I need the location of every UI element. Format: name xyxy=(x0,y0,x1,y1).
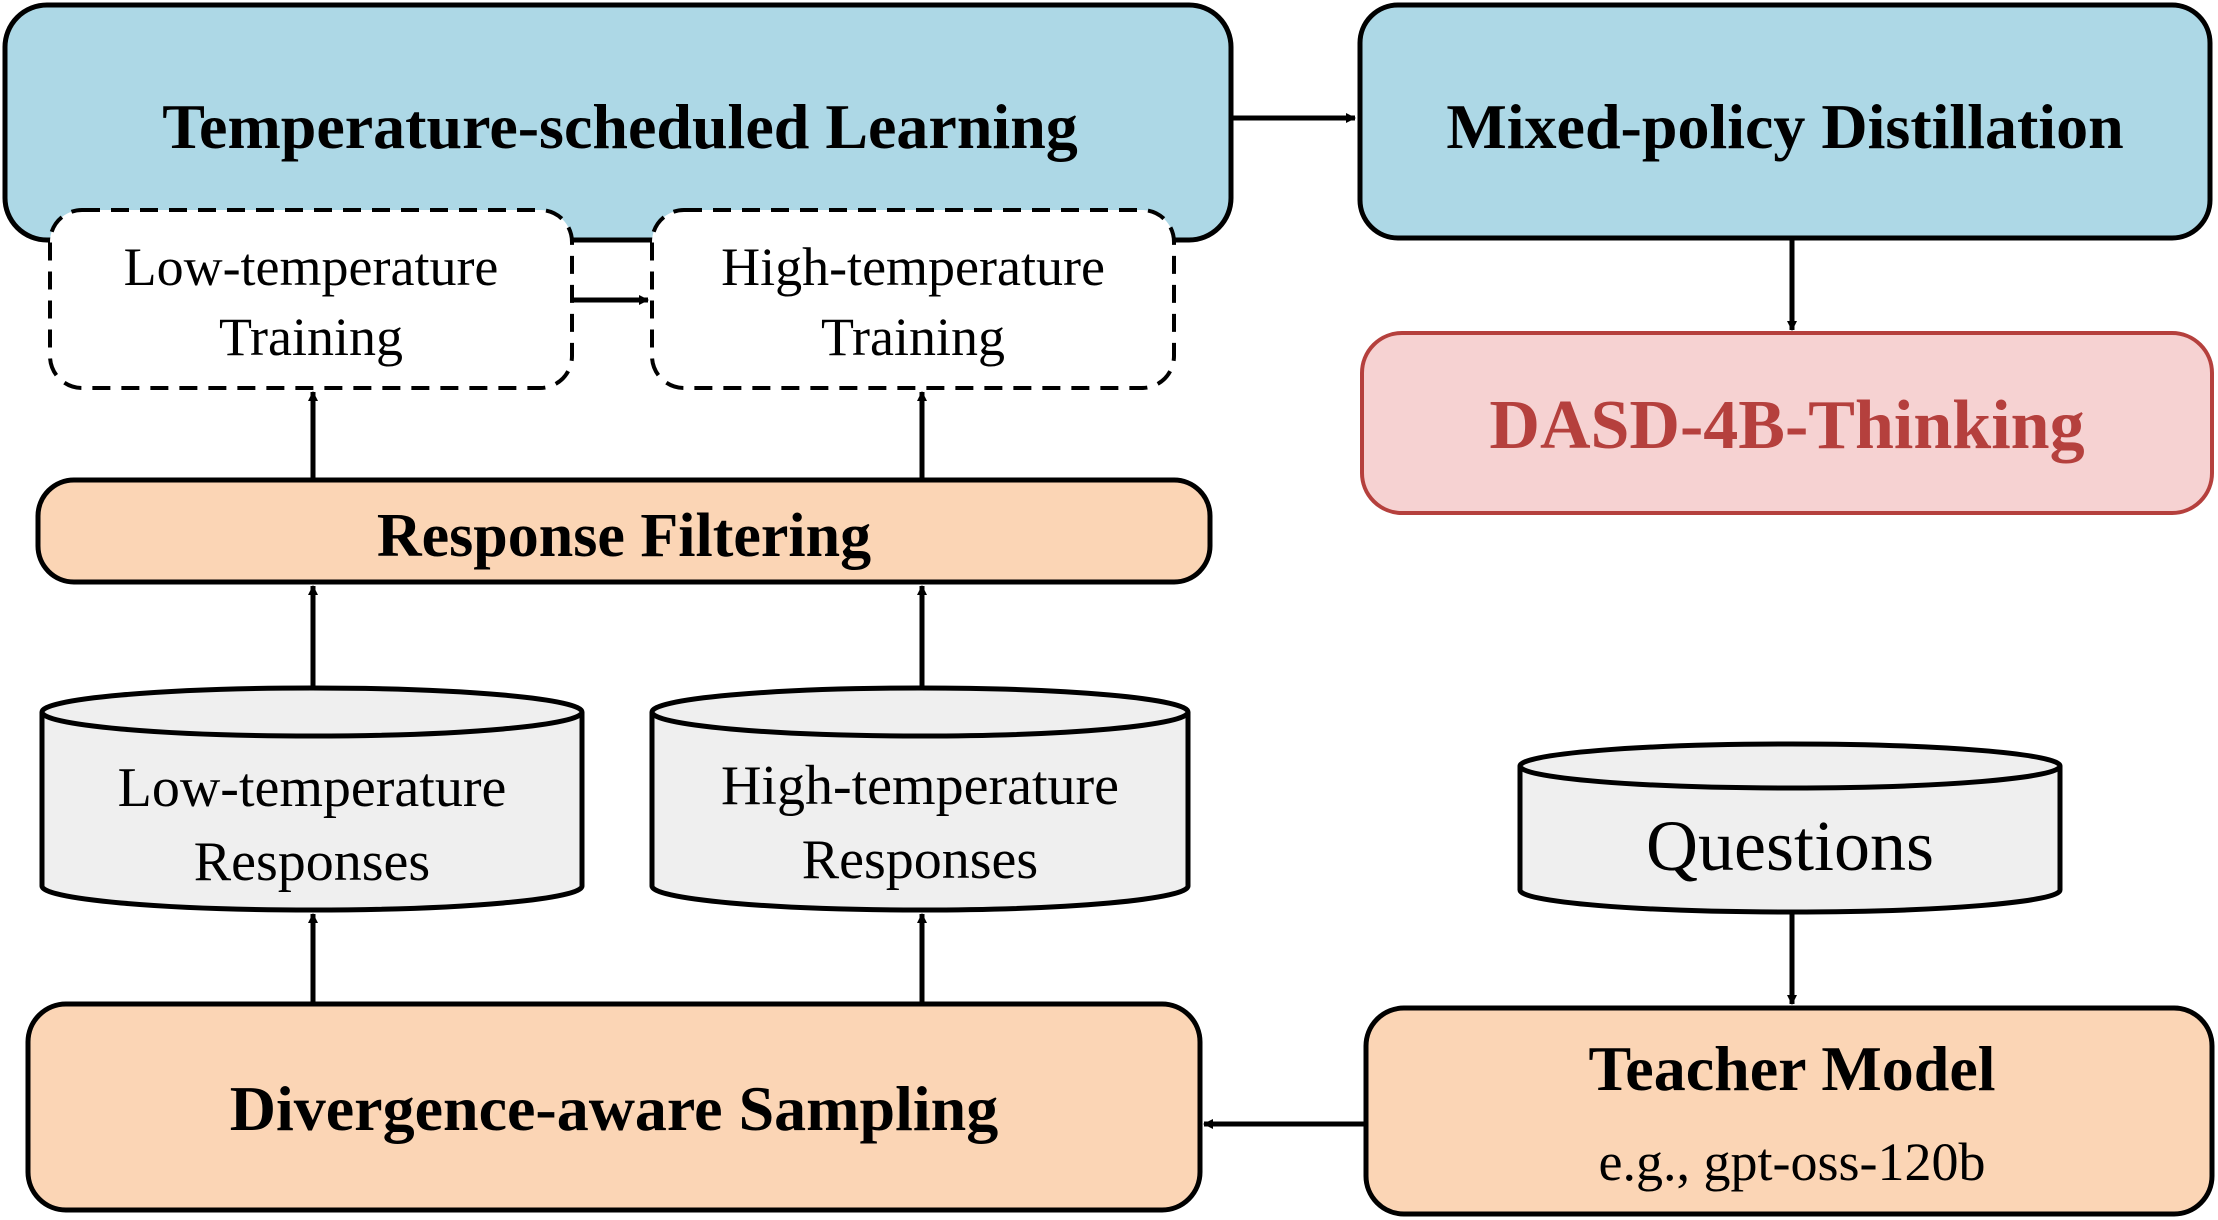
low-temp-training-line2: Training xyxy=(219,307,403,367)
teacher-model-node: Teacher Model e.g., gpt-oss-120b xyxy=(1363,1005,2215,1217)
low-temp-training-line1: Low-temperature xyxy=(124,237,499,297)
low-temp-responses-line1: Low-temperature xyxy=(118,757,507,819)
low-temp-training-node: Low-temperature Training xyxy=(48,208,574,390)
high-temp-training-line2: Training xyxy=(821,307,1005,367)
mixed-policy-node: Mixed-policy Distillation xyxy=(1357,2,2213,241)
questions-label: Questions xyxy=(1646,806,1934,886)
teacher-model-label: Teacher Model xyxy=(1588,1033,1995,1104)
temperature-learning-label: Temperature-scheduled Learning xyxy=(162,91,1078,162)
high-temp-training-line1: High-temperature xyxy=(721,237,1105,297)
divergence-sampling-node: Divergence-aware Sampling xyxy=(25,1001,1203,1213)
questions-node: Questions xyxy=(1517,741,2063,915)
response-filtering-node: Response Filtering xyxy=(35,477,1213,585)
mixed-policy-label: Mixed-policy Distillation xyxy=(1446,91,2123,162)
divergence-sampling-label: Divergence-aware Sampling xyxy=(230,1073,998,1144)
dasd-model-label: DASD-4B-Thinking xyxy=(1489,387,2084,464)
response-filtering-label: Response Filtering xyxy=(377,502,871,570)
high-temp-responses-line2: Responses xyxy=(802,829,1038,891)
low-temp-responses-line2: Responses xyxy=(194,831,430,893)
teacher-model-example: e.g., gpt-oss-120b xyxy=(1599,1132,1986,1192)
low-temp-responses-node: Low-temperature Responses xyxy=(39,685,585,913)
high-temp-responses-node: High-temperature Responses xyxy=(649,685,1191,913)
temperature-learning-node: Temperature-scheduled Learning xyxy=(2,2,1234,243)
dasd-model-node: DASD-4B-Thinking xyxy=(1360,331,2214,515)
high-temp-responses-line1: High-temperature xyxy=(721,755,1119,817)
high-temp-training-node: High-temperature Training xyxy=(650,208,1176,390)
